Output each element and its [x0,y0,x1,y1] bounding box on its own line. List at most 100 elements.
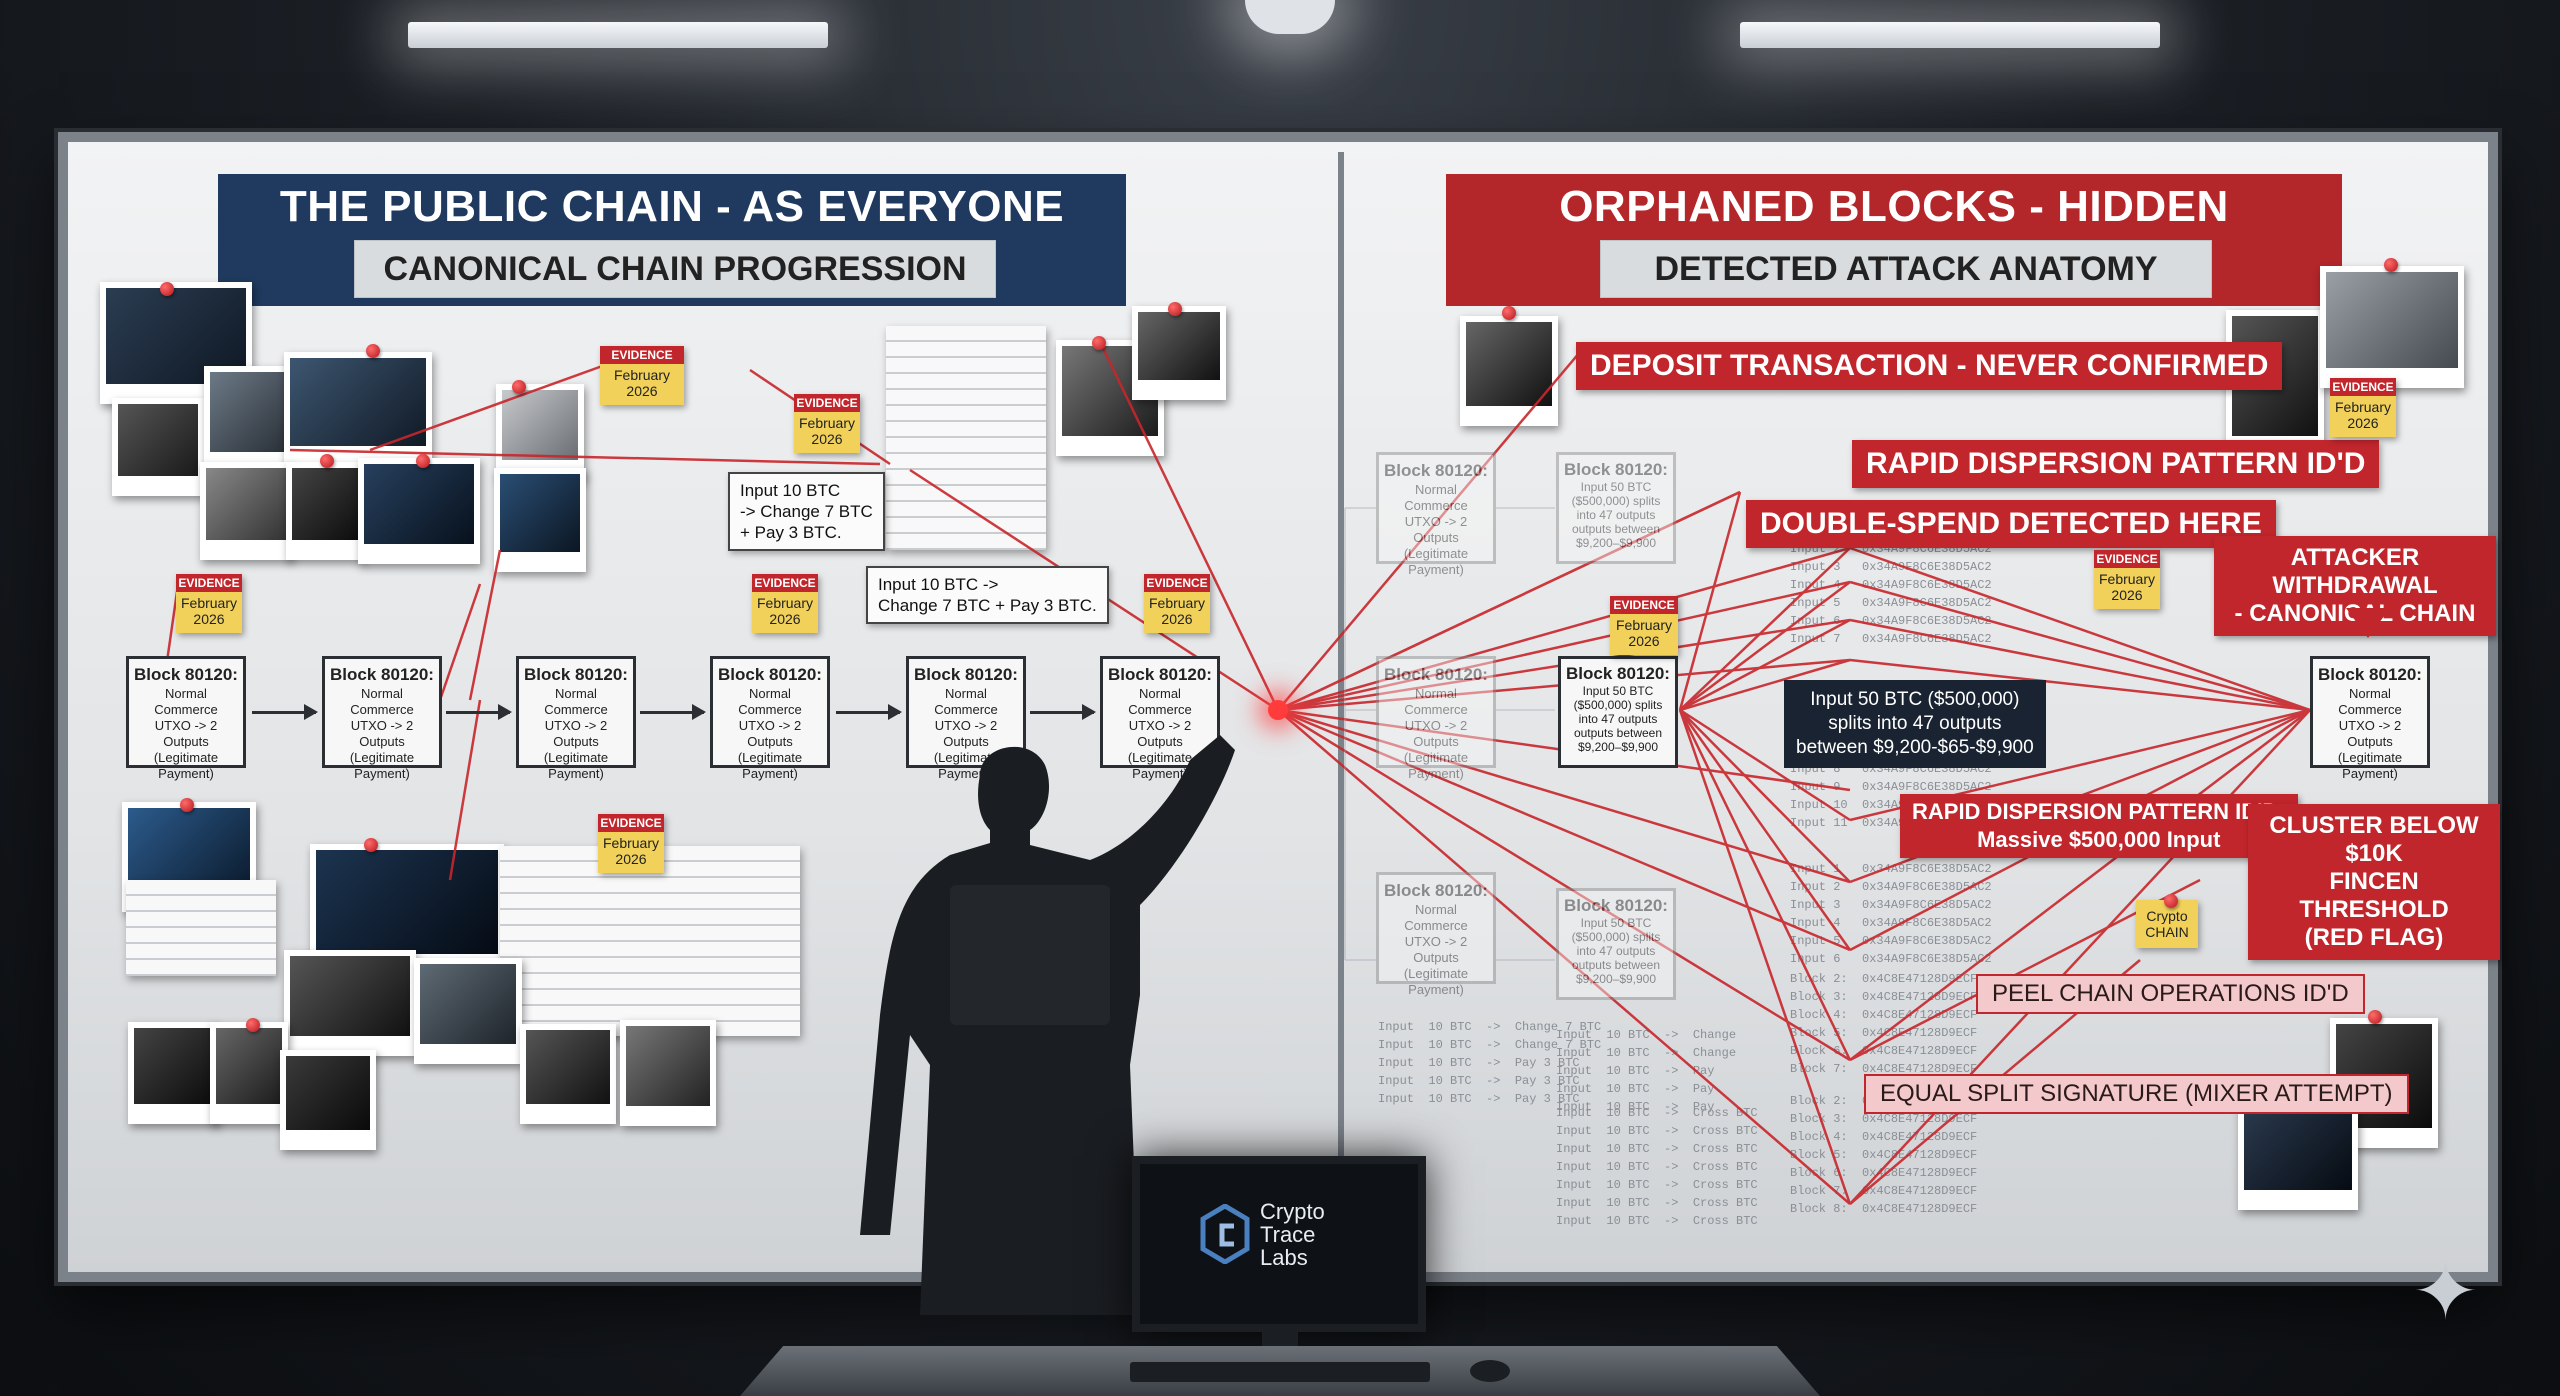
red-pushpin [512,380,526,394]
board-divider [1338,152,1344,1282]
evidence-sticky-note: EVIDENCE February 2026 [1610,596,1678,655]
block-title: Block 80120: [1564,896,1668,915]
chain-arrow [446,704,512,720]
laser-point [1268,700,1288,720]
rapid-dispersion-label: RAPID DISPERSION PATTERN ID'D [1852,440,2380,488]
block-body: Input 50 BTC ($500,000) splits into 47 o… [1573,684,1663,754]
block-title: Block 80120: [524,665,628,684]
block-title: Block 80120: [134,665,238,684]
evidence-date: February 2026 [180,595,238,627]
block-body: Normal Commerce UTXO -> 2 Outputs (Legit… [1403,482,1469,577]
evidence-photo [520,1024,616,1124]
evidence-photo [112,398,204,496]
evidence-sticky-note: EVIDENCE February 2026 [598,814,664,873]
transaction-note: Input 10 BTC -> Change 7 BTC + Pay 3 BTC… [866,566,1109,624]
attacker-withdrawal-block[interactable]: Block 80120: Normal Commerce UTXO -> 2 O… [2310,656,2430,781]
evidence-photo [494,468,586,572]
orphan-block[interactable]: Block 80120: Input 50 BTC ($500,000) spl… [1556,888,1676,1000]
block-title: Block 80120: [1564,460,1668,479]
orphan-block-double-spend[interactable]: Block 80120: Input 50 BTC ($500,000) spl… [1558,656,1678,768]
block-body: Normal Commerce UTXO -> 2 Outputs (Legit… [737,686,803,781]
faded-address-list: Input 2 0x34A9F8C6E38D5AC2 Input 3 0x34A… [1790,542,1992,646]
red-pushpin [416,454,430,468]
crypto-chain-sticky-note: Crypto CHAIN [2136,900,2198,948]
canonical-block[interactable]: Block 80120: Normal Commerce UTXO -> 2 O… [322,656,442,781]
chain-arrow [640,704,706,720]
evidence-document [500,846,800,1036]
evidence-photo [284,352,432,466]
red-pushpin [320,454,334,468]
red-pushpin [160,282,174,296]
red-pushpin [180,798,194,812]
evidence-sticky-note: EVIDENCE February 2026 [794,394,860,453]
canonical-block[interactable]: Block 80120: Normal Commerce UTXO -> 2 O… [516,656,636,781]
red-pushpin [2368,1010,2382,1024]
red-pushpin [366,344,380,358]
evidence-date: February 2026 [798,415,856,447]
evidence-photo [496,384,584,480]
evidence-sticky-note: EVIDENCE February 2026 [176,574,242,633]
evidence-date: February 2026 [2098,571,2156,603]
block-title: Block 80120: [2318,665,2422,684]
faded-address-list: Block 2: 0x4C8E47128D9ECF Block 3: 0x4C8… [1790,972,1978,1076]
evidence-photo [620,1020,716,1126]
crypto-trace-logo-icon [1200,1204,1250,1264]
faded-transaction-list: Input 10 BTC -> Cross BTC Input 10 BTC -… [1556,1106,1758,1228]
peel-chain-label: PEEL CHAIN OPERATIONS ID'D [1976,974,2365,1014]
evidence-photo [286,462,364,560]
evidence-date: February 2026 [756,595,814,627]
evidence-photo [2320,266,2464,388]
block-title: Block 80120: [1566,664,1670,683]
evidence-document [126,880,276,976]
sparkle-icon: ✦ [2412,1247,2480,1336]
evidence-tag: EVIDENCE [600,346,684,364]
right-panel-subheader: DETECTED ATTACK ANATOMY [1600,240,2212,298]
block-title: Block 80120: [718,665,822,684]
evidence-sticky-note: EVIDENCE February 2026 [2330,378,2396,437]
evidence-sticky-note: EVIDENCE February 2026 [1144,574,1210,633]
canonical-block[interactable]: Block 80120: Normal Commerce UTXO -> 2 O… [126,656,246,781]
orphan-block[interactable]: Block 80120: Input 50 BTC ($500,000) spl… [1556,452,1676,564]
evidence-tag: EVIDENCE [1144,574,1210,592]
evidence-photo [358,458,480,564]
block-body: Input 50 BTC ($500,000) splits into 47 o… [1571,916,1661,986]
evidence-photo [128,1022,218,1124]
evidence-photo [1132,306,1226,400]
block-body: Normal Commerce UTXO -> 2 Outputs (Legit… [1403,686,1469,781]
evidence-sticky-note: EVIDENCE February 2026 [600,346,684,405]
monitor-brand-text: Crypto Trace Labs [1260,1199,1325,1270]
orphan-block[interactable]: Block 80120: Normal Commerce UTXO -> 2 O… [1376,656,1496,781]
canonical-block[interactable]: Block 80120: Normal Commerce UTXO -> 2 O… [1100,656,1220,781]
evidence-photo [284,950,416,1056]
red-pushpin [364,838,378,852]
red-pushpin [246,1018,260,1032]
evidence-date: February 2026 [1148,595,1206,627]
fincen-threshold-callout: CLUSTER BELOW $10K FINCEN THRESHOLD (RED… [2248,804,2500,960]
input-50-btc-note: Input 50 BTC ($500,000) splits into 47 o… [1784,680,2046,768]
evidence-date: February 2026 [613,367,671,399]
evidence-date: February 2026 [2334,399,2392,431]
ceiling-light-right [1740,22,2160,48]
block-title: Block 80120: [1108,665,1212,684]
block-title: Block 80120: [330,665,434,684]
evidence-date: February 2026 [602,835,660,867]
callout-pointer [2346,608,2390,638]
deposit-never-confirmed-label: DEPOSIT TRANSACTION - NEVER CONFIRMED [1576,342,2283,390]
left-panel-subheader: CANONICAL CHAIN PROGRESSION [354,240,996,298]
red-pushpin [1168,302,1182,316]
double-spend-label: DOUBLE-SPEND DETECTED HERE [1746,500,2276,548]
evidence-tag: EVIDENCE [2094,550,2160,568]
keyboard [1130,1362,1430,1382]
canonical-block[interactable]: Block 80120: Normal Commerce UTXO -> 2 O… [710,656,830,781]
evidence-photo [210,1022,288,1124]
block-body: Normal Commerce UTXO -> 2 Outputs (Legit… [2337,686,2403,781]
orphan-block[interactable]: Block 80120: Normal Commerce UTXO -> 2 O… [1376,452,1496,577]
faded-address-list: Input 1 0x34A9F8C6E38D5AC2 Input 2 0x34A… [1790,862,1992,966]
rapid-dispersion-massive-label: RAPID DISPERSION PATTERN ID'D: Massive $… [1900,794,2298,858]
red-pushpin [1502,306,1516,320]
block-title: Block 80120: [1384,461,1488,480]
evidence-tag: EVIDENCE [752,574,818,592]
orphan-block[interactable]: Block 80120: Normal Commerce UTXO -> 2 O… [1376,872,1496,997]
monitor: Crypto Trace Labs [1132,1156,1426,1332]
equal-split-label: EQUAL SPLIT SIGNATURE (MIXER ATTEMPT) [1864,1074,2409,1114]
